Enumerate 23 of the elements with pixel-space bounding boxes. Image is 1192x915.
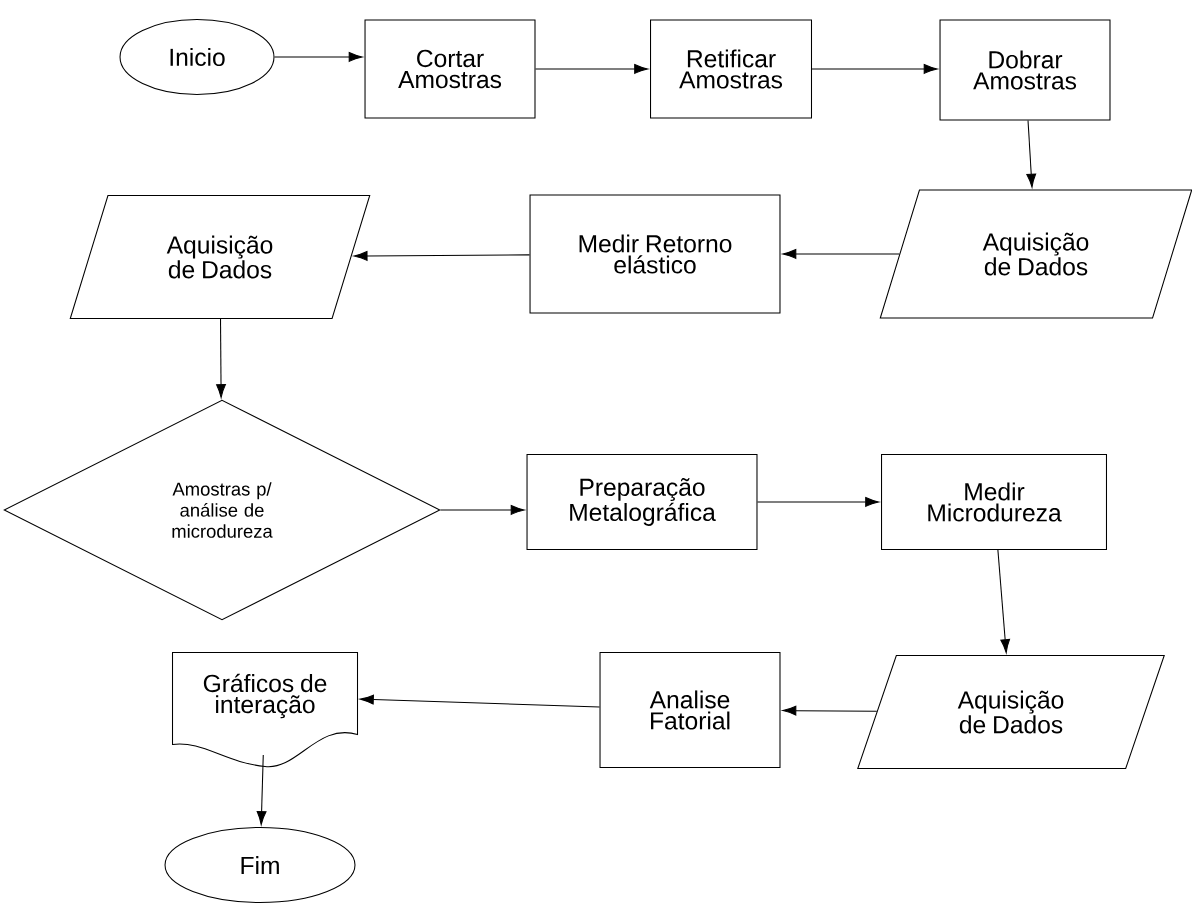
process-box: Analise Fatorial <box>599 652 781 768</box>
arrow <box>782 705 878 716</box>
arrow <box>811 64 938 74</box>
arrow <box>353 251 531 261</box>
arrow <box>782 249 900 259</box>
arrow <box>216 318 226 398</box>
process-box: Cortar Amostras <box>364 19 536 119</box>
process-box: Medir Microdureza <box>881 454 1107 550</box>
arrow <box>274 52 363 62</box>
arrow <box>535 64 649 74</box>
arrow <box>997 549 1011 654</box>
process-box: Retificar Amostras <box>650 19 813 119</box>
arrow <box>439 505 525 515</box>
arrow <box>757 497 880 507</box>
data-parallelogram: Aquisição de Dados <box>879 189 1192 319</box>
arrow <box>359 694 601 708</box>
process-box: Preparação Metalográfica <box>526 454 758 550</box>
process-box: Medir Retorno elástico <box>529 194 781 314</box>
data-parallelogram: Aquisição de Dados <box>69 195 371 319</box>
arrow <box>256 754 267 826</box>
data-parallelogram: Aquisição de Dados <box>857 655 1165 769</box>
process-box: Dobrar Amostras <box>939 19 1111 121</box>
arrow <box>1026 120 1037 188</box>
